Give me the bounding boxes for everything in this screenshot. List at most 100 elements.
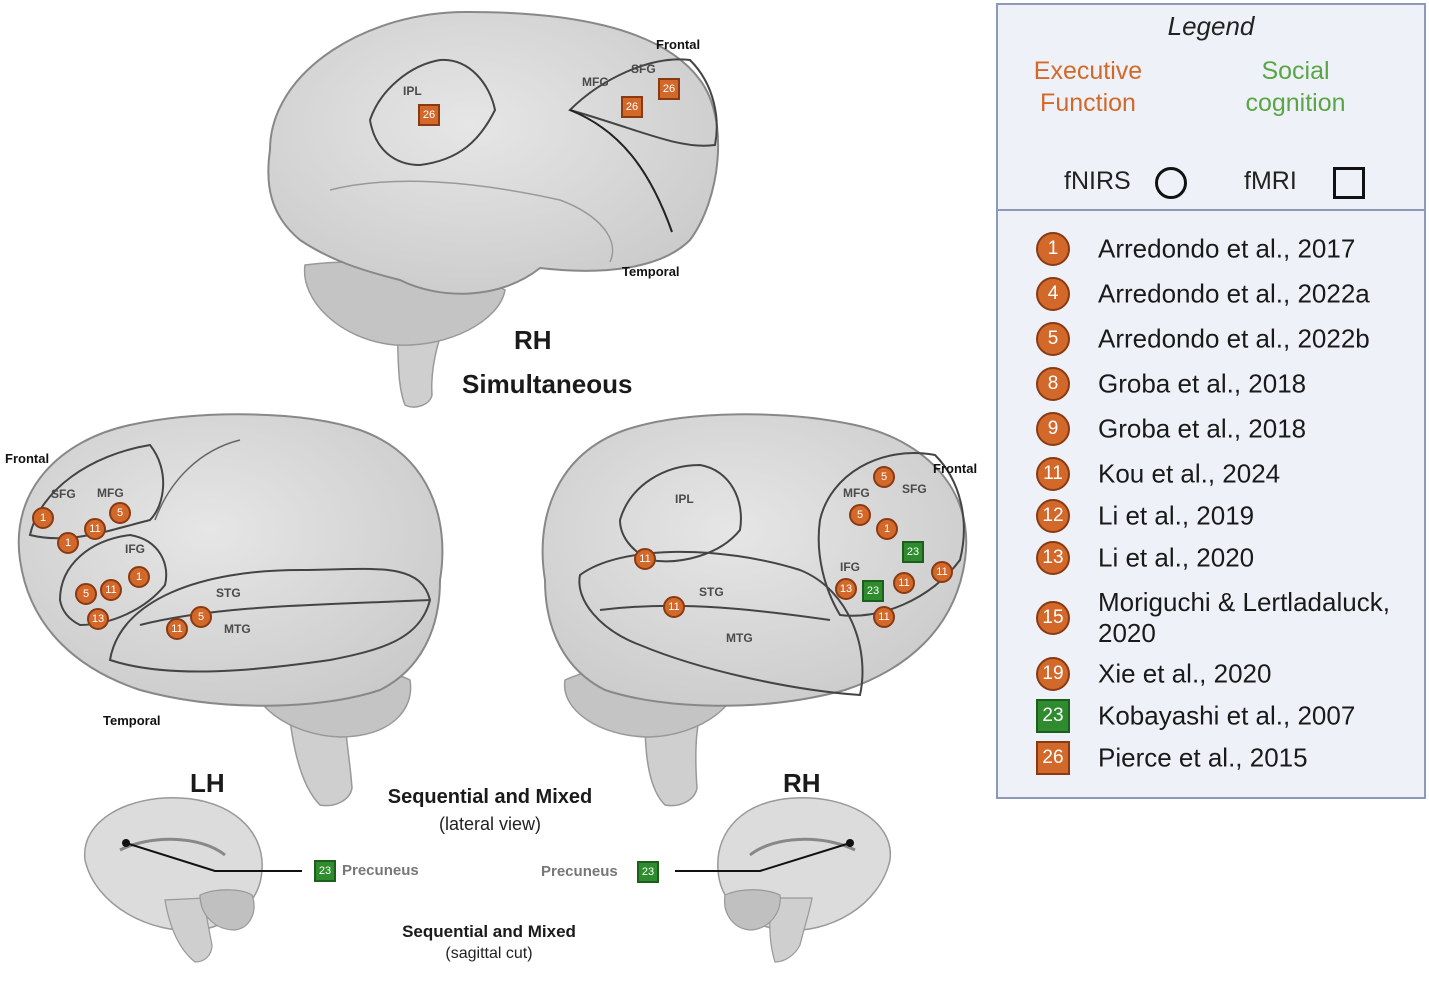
rh-region-sfg: SFG [902, 482, 927, 496]
lateral-caption-sub: (lateral view) [438, 814, 542, 834]
rh-marker-5: 5 [873, 466, 895, 488]
rh-region-mtg: MTG [726, 631, 753, 645]
legend-marker: 13 [1036, 541, 1070, 575]
top-cerebrum [267, 10, 720, 295]
legend-item: 1 Arredondo et al., 2017 [998, 229, 1424, 269]
legend-label: Arredondo et al., 2022a [1098, 278, 1370, 309]
lh-marker-5: 5 [190, 606, 212, 628]
top-marker-26-mfg: 26 [621, 96, 643, 118]
top-central-line [569, 109, 673, 233]
rh-view-title: RH [783, 768, 821, 798]
sag-right-cerebellum [724, 889, 781, 931]
legend-label: Groba et al., 2018 [1098, 413, 1307, 444]
top-ipl-outline [368, 58, 497, 167]
legend-divider [998, 209, 1424, 211]
top-brain-drawing [267, 10, 720, 408]
rh-marker-23: 23 [862, 580, 884, 602]
legend-category-executive: Executive Function [1033, 57, 1143, 117]
lateral-caption-title: Sequential and Mixed [387, 786, 593, 808]
legend-marker: 26 [1036, 741, 1070, 775]
lh-marker-5: 5 [75, 583, 97, 605]
legend-item: 15 Moriguchi & Lertladaluck, 2020 [998, 587, 1424, 648]
legend-circle-symbol [1155, 167, 1187, 199]
legend-title: Legend [1167, 11, 1255, 41]
sag-left-corpus [119, 837, 226, 857]
legend-marker: 12 [1036, 499, 1070, 533]
legend-label: Pierce et al., 2015 [1098, 742, 1308, 773]
top-region-ipl: IPL [403, 84, 422, 98]
legend-label: Moriguchi & Lertladaluck, 2020 [1098, 587, 1390, 648]
legend-item: 4 Arredondo et al., 2022a [998, 274, 1424, 314]
top-region-mfg: MFG [582, 75, 609, 89]
legend-modality-fmri: fMRI [1244, 167, 1297, 195]
lh-marker-1: 1 [57, 532, 79, 554]
lh-region-ifg: IFG [125, 542, 145, 556]
rh-region-mfg: MFG [843, 486, 870, 500]
legend-label: Arredondo et al., 2022b [1098, 323, 1370, 354]
sag-right-stem [769, 897, 813, 963]
rh-marker-11: 11 [634, 548, 656, 570]
lh-region-mfg: MFG [97, 486, 124, 500]
legend-item: 9 Groba et al., 2018 [998, 409, 1424, 449]
legend-label: Groba et al., 2018 [1098, 368, 1307, 399]
rh-marker-11: 11 [663, 596, 685, 618]
lh-marker-11: 11 [84, 518, 106, 540]
rh-marker-11: 11 [893, 572, 915, 594]
legend-label: Li et al., 2019 [1098, 500, 1255, 531]
rh-marker-11: 11 [873, 606, 895, 628]
legend-label: Kou et al., 2024 [1098, 458, 1281, 489]
legend-label: Arredondo et al., 2017 [1098, 233, 1356, 264]
top-view-title: RH [514, 325, 552, 355]
sag-right-pointer-line [675, 842, 851, 872]
legend-marker: 1 [1036, 232, 1070, 266]
legend-item: 11 Kou et al., 2024 [998, 454, 1424, 494]
lh-marker-1: 1 [32, 507, 54, 529]
lh-marker-1: 1 [128, 566, 150, 588]
lh-cerebrum [17, 413, 444, 707]
rh-region-ipl: IPL [675, 492, 694, 506]
legend-label: Xie et al., 2020 [1098, 658, 1272, 689]
legend-marker: 5 [1036, 322, 1070, 356]
legend-label: Kobayashi et al., 2007 [1098, 700, 1356, 731]
lh-region-mtg: MTG [224, 622, 251, 636]
legend-label: Li et al., 2020 [1098, 542, 1255, 573]
sagittal-caption-title: Sequential and Mixed [402, 922, 576, 941]
rh-marker-23: 23 [902, 541, 924, 563]
legend-marker: 4 [1036, 277, 1070, 311]
rh-marker-1: 1 [876, 518, 898, 540]
rh-region-stg: STG [699, 585, 724, 599]
legend-marker: 11 [1036, 457, 1070, 491]
lh-marker-11: 11 [166, 618, 188, 640]
rh-marker-5: 5 [849, 504, 871, 526]
lh-view-title: LH [190, 768, 225, 798]
lh-lobe-frontal: Frontal [5, 451, 50, 466]
lh-brainstem [289, 714, 353, 807]
lh-brain-drawing [17, 413, 444, 807]
sag-left-precuneus-label: Precuneus [342, 862, 419, 879]
rh-cerebrum [541, 413, 968, 707]
sag-right-corpus [749, 837, 856, 857]
legend-marker: 23 [1036, 699, 1070, 733]
legend-item: 8 Groba et al., 2018 [998, 364, 1424, 404]
legend-item: 5 Arredondo et al., 2022b [998, 319, 1424, 359]
top-marker-26-sfg: 26 [658, 78, 680, 100]
legend-square-symbol [1333, 167, 1365, 199]
sag-left-marker-23: 23 [314, 860, 336, 882]
rh-temporal-outline [578, 550, 864, 697]
top-marker-26-ipl: 26 [418, 104, 440, 126]
lh-central-line [154, 439, 241, 521]
sag-right-marker-23: 23 [637, 861, 659, 883]
sag-left-pointer-line [125, 842, 302, 872]
lh-region-stg: STG [216, 586, 241, 600]
top-view-subtitle: Simultaneous [462, 369, 633, 399]
rh-marker-11: 11 [931, 561, 953, 583]
legend-panel: Legend Executive Function Social cogniti… [996, 3, 1426, 799]
rh-region-ifg: IFG [840, 560, 860, 574]
legend-item: 19 Xie et al., 2020 [998, 654, 1424, 694]
legend-item: 26 Pierce et al., 2015 [998, 738, 1424, 778]
legend-marker: 9 [1036, 412, 1070, 446]
lh-ifg-outline [58, 533, 168, 627]
top-temporal-fold [329, 180, 614, 263]
